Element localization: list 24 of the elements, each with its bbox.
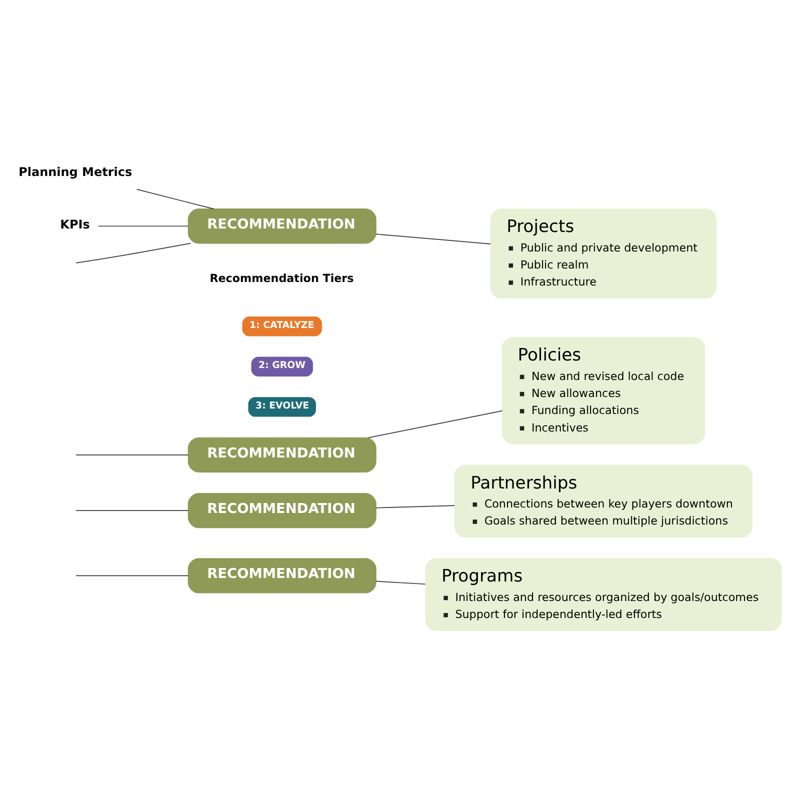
connector bbox=[376, 233, 492, 244]
node-text: KPIs bbox=[60, 216, 90, 231]
node-box: Projects Public and private development Public realm Infrastructure bbox=[490, 208, 717, 298]
connector bbox=[76, 242, 192, 263]
connector bbox=[76, 510, 189, 511]
node-box: RECOMMENDATION bbox=[188, 208, 376, 244]
node-box: RECOMMENDATION bbox=[188, 492, 376, 528]
node-text: Planning Metrics bbox=[18, 164, 132, 179]
node-box: 3: EVOLVE bbox=[248, 396, 316, 416]
node-box: Programs Initiatives and resources organized by goals/outcomes Support for independently-led efforts bbox=[425, 558, 782, 630]
connector bbox=[76, 574, 189, 576]
node-box: 2: GROW bbox=[251, 356, 313, 376]
node-box: 1: CATALYZE bbox=[242, 316, 322, 336]
connector bbox=[76, 454, 189, 455]
connector bbox=[376, 504, 455, 508]
connector bbox=[136, 188, 214, 209]
node-box: Policies New and revised local code New allowances Funding allocations Incentives bbox=[502, 336, 705, 444]
connector bbox=[98, 225, 189, 226]
connector bbox=[368, 410, 503, 438]
node-box: RECOMMENDATION bbox=[188, 558, 376, 593]
node-box: RECOMMENDATION bbox=[188, 436, 376, 472]
label: Recommendation Tiers bbox=[210, 272, 354, 285]
connector bbox=[376, 580, 426, 584]
node-box: Partnerships Connections between key players downtown Goals shared between multiple jurisdictions bbox=[454, 464, 753, 538]
